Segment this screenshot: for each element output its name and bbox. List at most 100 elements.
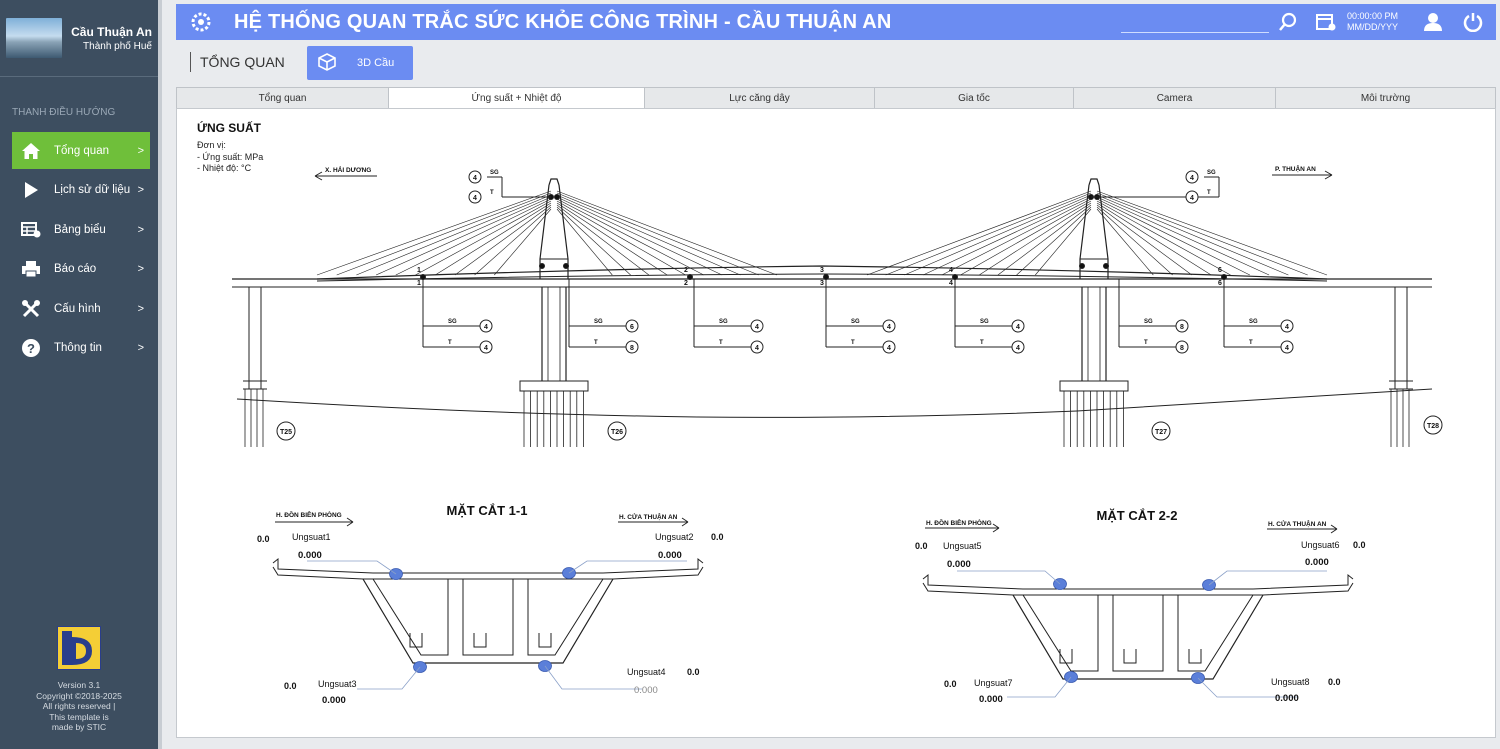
tab-environment[interactable]: Môi trường	[1275, 87, 1496, 109]
sensor-temp-ungsuat4: 0.0	[687, 667, 700, 677]
sensor-dot	[1103, 263, 1109, 269]
chevron-right-icon: >	[137, 342, 144, 354]
calendar-icon[interactable]	[1311, 7, 1341, 37]
user-icon[interactable]	[1418, 7, 1448, 37]
sidebar-item-history[interactable]: Lịch sử dữ liệu >	[12, 172, 150, 209]
sensor-number-circle	[479, 319, 493, 333]
sensor-name-ungsuat1: Ungsuat1	[292, 532, 331, 542]
sensor-number: 4	[1285, 324, 1289, 331]
sensor-name-ungsuat6: Ungsuat6	[1301, 540, 1340, 550]
university-logo	[57, 626, 101, 670]
section-dot	[952, 274, 958, 280]
clock: 00:00:00 PM MM/DD/YYY	[1347, 11, 1398, 33]
stress-panel: ỨNG SUẤT Đơn vị: - Ứng suất: MPa - Nhiệt…	[176, 108, 1496, 738]
sensor-number-circle	[1280, 319, 1294, 333]
sidebar-item-reports[interactable]: Báo cáo >	[12, 251, 150, 288]
sensor-leader	[307, 560, 397, 575]
svg-text:?: ?	[27, 341, 35, 356]
sensor-leader	[357, 666, 421, 690]
section-label-bottom: 6	[1218, 280, 1222, 287]
pylon-t26-cable	[415, 200, 552, 276]
printer-icon	[18, 260, 44, 278]
section1-hole	[473, 633, 487, 648]
sensor-number: 8	[630, 345, 634, 352]
sensor-number-circle	[1185, 170, 1199, 184]
bridge-name: Cầu Thuận An	[71, 24, 152, 39]
sensor-number-circle	[1011, 319, 1025, 333]
sensor-number-circle	[882, 340, 896, 354]
tab-stress-temperature[interactable]: Ứng suất + Nhiệt độ	[388, 87, 645, 109]
section1-left-dir: H. ĐỒN BIÊN PHÒNG	[276, 509, 342, 519]
search-input[interactable]	[1120, 11, 1269, 33]
sensor-number-circle	[750, 340, 764, 354]
section-label-top: 6	[1218, 267, 1222, 274]
sensor-number: 4	[484, 324, 488, 331]
sensor-number-circle	[479, 340, 493, 354]
pylon-t27-cable	[941, 198, 1092, 276]
pylon-t26-cable	[556, 194, 741, 276]
pylon-t26-cable	[556, 198, 704, 276]
pylon-t26-cable	[556, 190, 778, 276]
sub-header: TỔNG QUAN 3D Cầu	[176, 44, 1496, 84]
chevron-right-icon: >	[137, 263, 144, 275]
top-header: HỆ THỐNG QUAN TRẮC SỨC KHỎE CÔNG TRÌNH -…	[176, 4, 1496, 40]
sensor-number: 4	[887, 324, 891, 331]
section1-deck	[272, 557, 704, 574]
sensor-stress-ungsuat7: 0.000	[979, 694, 1003, 705]
sensor-stress-ungsuat6: 0.000	[1305, 557, 1329, 568]
sensor-name-ungsuat2: Ungsuat2	[655, 532, 694, 542]
tab-acceleration[interactable]: Gia tốc	[874, 87, 1074, 109]
pylon-t27-cable	[1096, 198, 1250, 276]
sidebar-item-overview[interactable]: Tổng quan >	[12, 132, 150, 169]
stress-title: ỨNG SUẤT	[197, 121, 261, 135]
section-label-bottom: 3	[820, 280, 824, 287]
sidebar-item-tables[interactable]: Bảng biểu >	[12, 211, 150, 248]
sensor-tag-sg: SG	[980, 319, 989, 325]
sensor-leader	[1208, 570, 1327, 586]
pier-label: T25	[280, 429, 292, 436]
pylon-t26-cable	[556, 206, 631, 276]
brand: Cầu Thuận An Thành phố Huế	[0, 0, 158, 77]
sidebar-item-info[interactable]: ? Thông tin >	[12, 330, 150, 367]
sensor-number: 4	[1190, 175, 1194, 182]
section2-right-dir: H. CỬA THUẬN AN	[1268, 519, 1327, 528]
pylon-t27-cable	[1096, 204, 1193, 276]
tab-cable-tension[interactable]: Lực căng dây	[644, 87, 875, 109]
tab-camera[interactable]: Camera	[1073, 87, 1276, 109]
version-text: Version 3.1	[57, 680, 101, 690]
section1-deck-under	[272, 566, 704, 580]
pylon-t27-cable	[1096, 208, 1154, 276]
section-label-top: 4	[949, 267, 953, 274]
pylon-t27-cable	[1016, 206, 1092, 276]
sensor-number-circle	[1280, 340, 1294, 354]
sensor-temp-ungsuat5: 0.0	[915, 541, 928, 551]
sensor-tag-sg: SG	[1207, 170, 1216, 176]
pylon-t27-cable	[979, 202, 1092, 276]
pylon-t27-cable	[1096, 196, 1270, 276]
pier-label-circle	[276, 421, 296, 441]
pier-label: T26	[611, 429, 623, 436]
sensor-number: 4	[1016, 345, 1020, 352]
home-icon	[18, 142, 44, 160]
sensor-leader	[568, 560, 687, 574]
nav-heading: THANH ĐIỀU HƯỚNG	[12, 107, 116, 118]
sensor-number: 4	[755, 324, 759, 331]
view-3d-button[interactable]: 3D Cầu	[307, 46, 413, 80]
section2-hole	[1123, 649, 1137, 664]
sensor-tag-sg: SG	[448, 319, 457, 325]
pylon-t27-cable	[1096, 206, 1173, 276]
pier-label-circle	[1151, 421, 1171, 441]
sidebar-item-label: Lịch sử dữ liệu	[54, 184, 131, 196]
sensor-tag-sg: SG	[490, 170, 499, 176]
sidebar-item-config[interactable]: Cấu hình >	[12, 290, 150, 327]
search-icon[interactable]	[1273, 7, 1303, 37]
chevron-right-icon: >	[137, 223, 144, 236]
sensor-number-circle	[750, 319, 764, 333]
power-icon[interactable]	[1458, 7, 1488, 37]
pylon-t26-cable	[556, 192, 759, 276]
chevron-right-icon: >	[137, 302, 144, 315]
tab-overview[interactable]: Tổng quan	[176, 87, 389, 109]
section1-right-dir: H. CỬA THUẬN AN	[619, 512, 678, 521]
pylon-t26-cable	[375, 196, 552, 276]
